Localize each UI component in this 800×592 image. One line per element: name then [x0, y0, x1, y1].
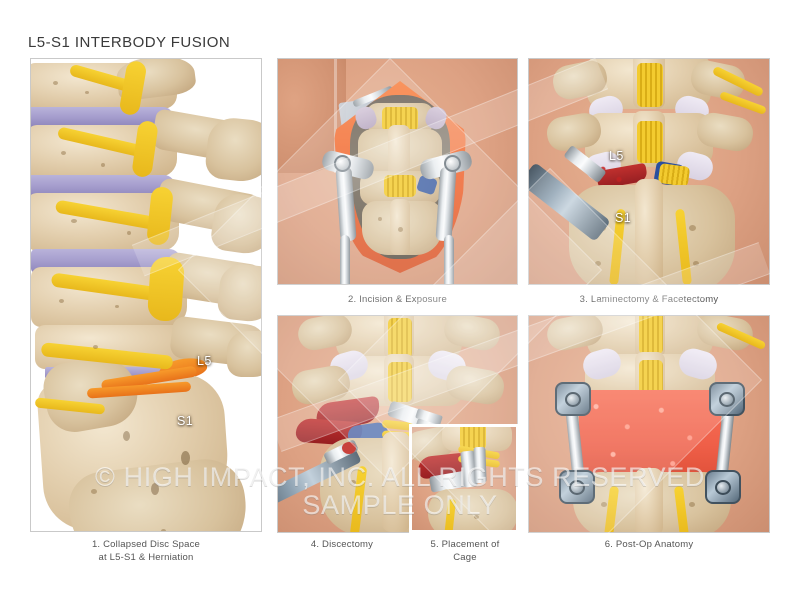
panel-3-caption-line1: 3. Laminectomy & Facetectomy	[579, 294, 719, 305]
panel-3-laminectomy-facetectomy[interactable]: L5 S1	[528, 58, 770, 285]
panel-2-caption-line1: 2. Incision & Exposure	[348, 294, 447, 305]
panel-2-incision-exposure[interactable]	[277, 58, 518, 285]
panel-6-artwork	[529, 316, 769, 532]
panel-1-caption: 1. Collapsed Disc Space at L5-S1 & Herni…	[30, 538, 262, 564]
panel-5-caption-line1: 5. Placement of	[430, 539, 500, 550]
panel-1-caption-line2: at L5-S1 & Herniation	[98, 552, 194, 563]
panel-1-caption-line1: 1. Collapsed Disc Space	[91, 539, 201, 550]
panel-5-artwork	[412, 427, 516, 530]
page-title: L5-S1 INTERBODY FUSION	[28, 34, 231, 51]
pedicle-screw-lower-right	[705, 470, 741, 504]
panel-3-caption: 3. Laminectomy & Facetectomy	[528, 293, 770, 306]
panel-5-caption: 5. Placement of Cage	[409, 538, 521, 564]
panel-1-artwork: L5 S1	[31, 59, 261, 531]
panel-5-caption-line2: Cage	[453, 552, 477, 563]
panel-3-artwork: L5 S1	[529, 59, 769, 284]
panel-1-collapsed-disc[interactable]: L5 S1	[30, 58, 262, 532]
panel-5-cage-placement[interactable]	[409, 424, 519, 533]
panel-4-caption: 4. Discectomy	[277, 538, 407, 551]
panel-6-caption-line1: 6. Post-Op Anatomy	[604, 539, 694, 550]
panel-6-post-op-anatomy[interactable]	[528, 315, 770, 533]
panel-2-caption: 2. Incision & Exposure	[277, 293, 518, 306]
panel-2-artwork	[278, 59, 517, 284]
panel-4-caption-line1: 4. Discectomy	[310, 539, 374, 550]
panel-6-caption: 6. Post-Op Anatomy	[528, 538, 770, 551]
